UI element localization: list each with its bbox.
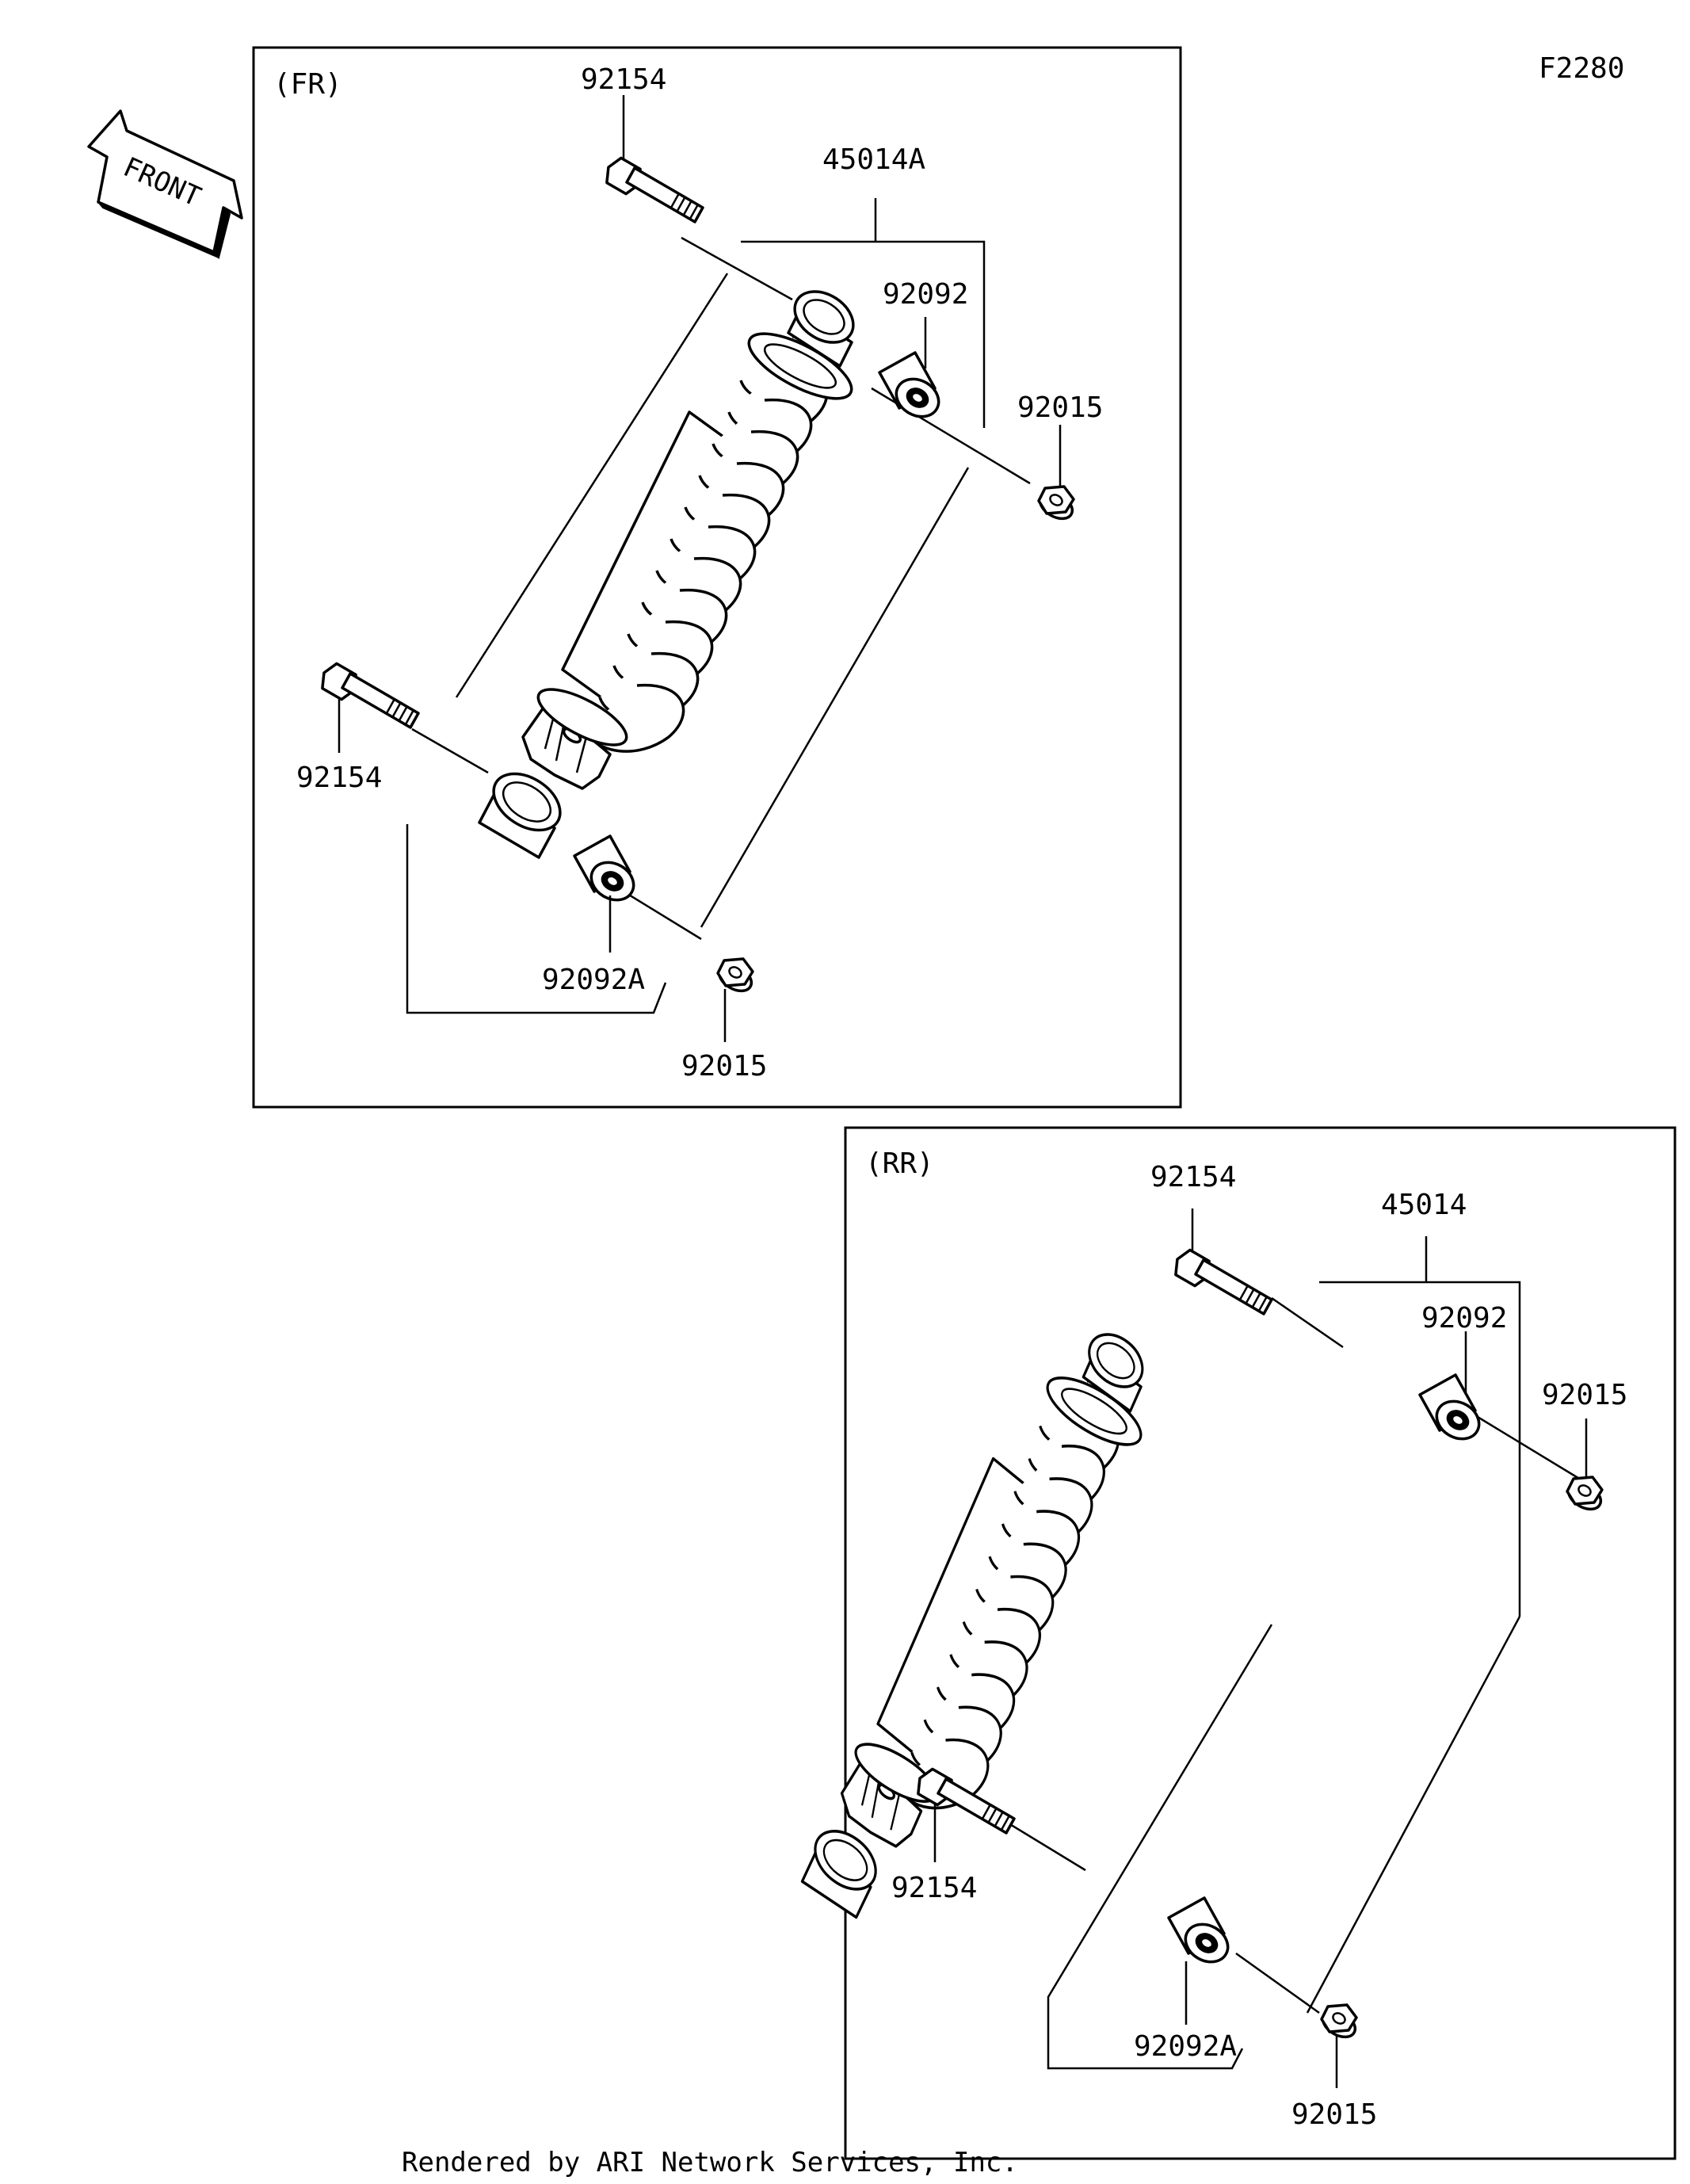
label-bolt-top-rear: 92154 <box>1150 1161 1236 1193</box>
label-bushing-bottom-rear: 92092A <box>1134 2030 1237 2063</box>
bushing-top-front <box>878 351 947 426</box>
panel-front-title: (FR) <box>273 68 342 101</box>
bolt-bottom-front <box>315 659 420 729</box>
front-arrow-icon: FRONT <box>87 109 243 260</box>
nut-top-rear <box>1562 1476 1607 1516</box>
bushing-top-rear <box>1418 1373 1487 1448</box>
footer-credit: Rendered by ARI Network Services, Inc. <box>402 2147 1018 2178</box>
assembly-bracket-front <box>406 198 986 1014</box>
assembly-bracket-rear <box>1047 1236 1521 2070</box>
panel-rear: (RR) 92154 45014 92 <box>800 1126 1677 2160</box>
label-bolt-bottom-front: 92154 <box>296 762 382 794</box>
label-nut-bottom-front: 92015 <box>681 1050 767 1082</box>
label-nut-top-front: 92015 <box>1017 391 1103 424</box>
label-assembly-rear: 45014 <box>1381 1189 1467 1221</box>
nut-bottom-rear <box>1317 2003 1361 2044</box>
panel-front: (FR) 92154 <box>252 46 1182 1109</box>
label-bushing-top-rear: 92092 <box>1421 1302 1507 1334</box>
label-assembly-front: 45014A <box>822 143 925 176</box>
panel-front-frame <box>252 46 1182 1109</box>
label-nut-bottom-rear: 92015 <box>1291 2098 1377 2131</box>
nut-bottom-front <box>713 957 757 998</box>
shock-absorber-rear <box>800 1322 1153 1919</box>
label-bushing-top-front: 92092 <box>883 278 968 311</box>
callout-leaders-front <box>338 95 1062 1042</box>
panel-rear-title: (RR) <box>865 1147 934 1180</box>
label-bolt-bottom-rear: 92154 <box>891 1872 977 1904</box>
figure-code: F2280 <box>1539 52 1624 85</box>
bolt-top-front <box>600 153 704 223</box>
label-bushing-bottom-front: 92092A <box>542 964 645 996</box>
bolt-top-rear <box>1169 1245 1273 1315</box>
panel-rear-frame <box>844 1126 1677 2160</box>
callout-leaders-rear <box>933 1208 1588 2088</box>
label-bolt-top-front: 92154 <box>581 63 666 96</box>
nut-top-front <box>1034 485 1078 525</box>
label-nut-top-rear: 92015 <box>1542 1379 1627 1411</box>
bushing-bottom-rear <box>1167 1896 1236 1971</box>
shock-absorber-front <box>478 279 864 859</box>
